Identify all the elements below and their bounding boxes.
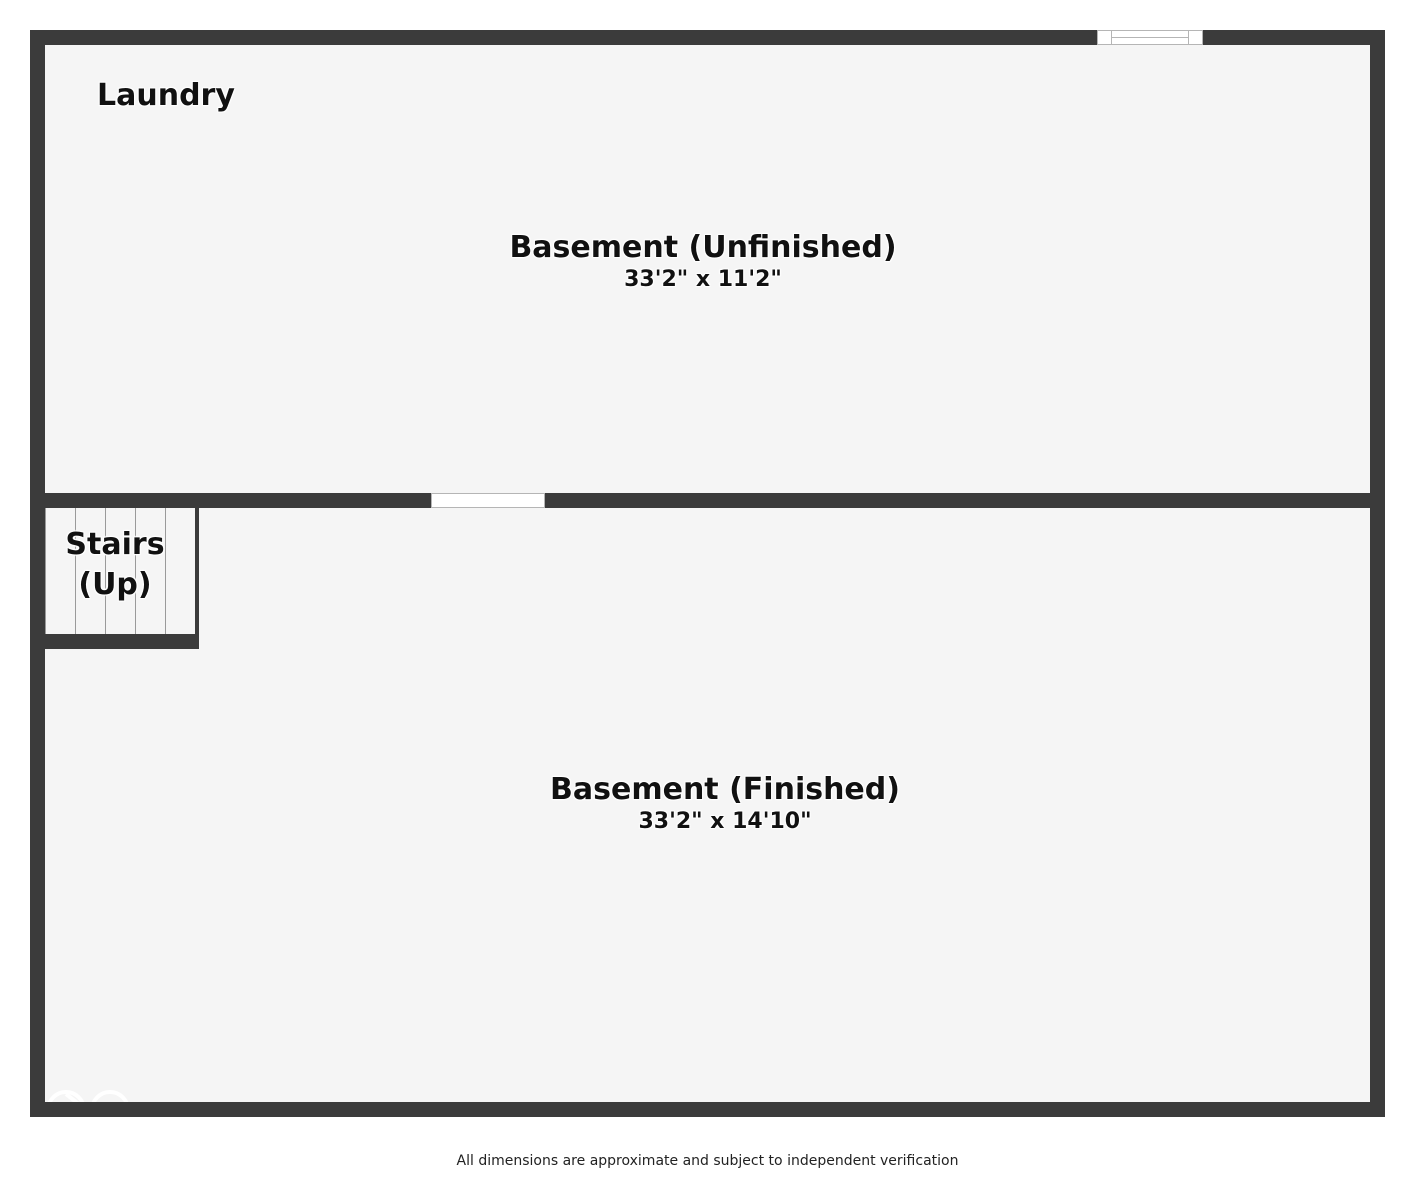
stair-tread <box>135 508 136 634</box>
room-name: Basement (Finished) <box>550 772 900 807</box>
disclaimer: All dimensions are approximate and subje… <box>456 1153 959 1169</box>
door-opening <box>431 493 545 508</box>
room-laundry: Laundry <box>97 78 235 113</box>
window-sash <box>1111 37 1189 38</box>
stair-tread <box>75 508 76 634</box>
room-name: Basement (Unfinished) <box>509 230 897 265</box>
room-name: Laundry <box>97 78 235 113</box>
room-dimensions: 33'2" x 11'2" <box>624 267 782 292</box>
room-name-line2: (Up) <box>78 567 152 602</box>
wall-stairs-right <box>195 508 199 649</box>
stair-tread <box>165 508 166 634</box>
window <box>1097 30 1203 45</box>
room-basement-finished: Basement (Finished) 33'2" x 14'10" <box>475 772 975 834</box>
floor-basement-finished <box>45 508 1370 1102</box>
room-stairs: Stairs (Up) <box>45 525 185 605</box>
wall-bottom-overlay <box>30 1102 1385 1117</box>
room-name-line1: Stairs <box>65 527 165 562</box>
stair-tread <box>105 508 106 634</box>
wall-left <box>30 30 45 1117</box>
wall-right <box>1370 30 1385 1117</box>
room-dimensions: 33'2" x 14'10" <box>638 809 812 834</box>
stairs-floor <box>45 508 195 634</box>
room-basement-unfinished: Basement (Unfinished) 33'2" x 11'2" <box>453 230 953 292</box>
floor-basement-unfinished <box>45 45 1370 493</box>
wall-divider <box>30 493 1385 508</box>
wall-top <box>30 30 1385 45</box>
wall-stairs-bottom <box>30 634 199 649</box>
